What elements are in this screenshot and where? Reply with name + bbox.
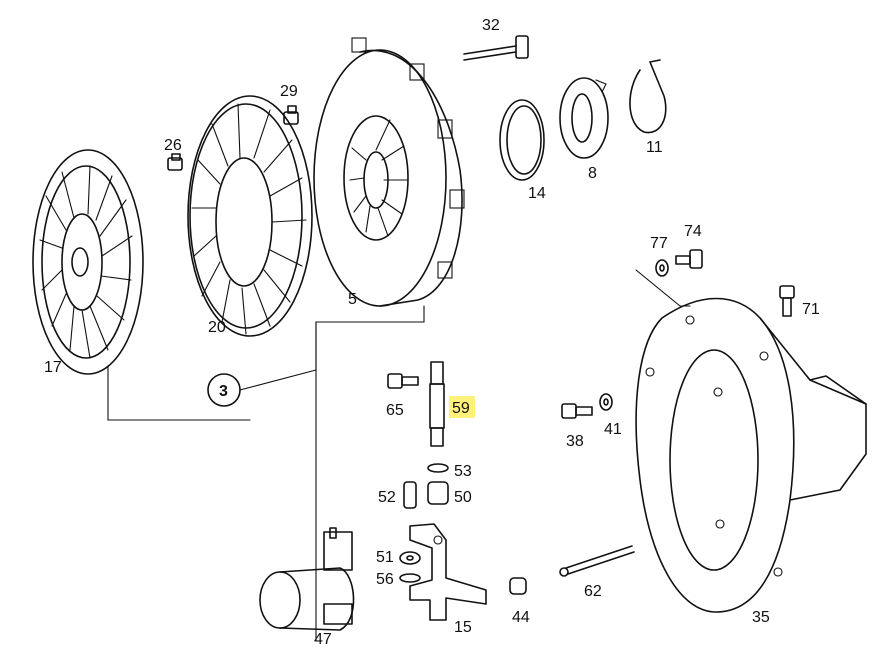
part-label-51: 51 (376, 549, 394, 566)
part-label-41: 41 (604, 421, 622, 438)
part-label-5: 5 (348, 291, 357, 308)
part-label-74: 74 (684, 223, 702, 240)
part-label-38: 38 (566, 433, 584, 450)
clip-56-drawing[interactable] (399, 573, 421, 583)
release-bearing-15-drawing[interactable] (259, 527, 355, 631)
part-label-71: 71 (802, 301, 820, 318)
clutch-disc-drawing[interactable] (32, 149, 251, 421)
retainer-8-drawing[interactable] (559, 77, 609, 159)
part-label-8: 8 (588, 165, 597, 182)
part-label-53: 53 (454, 463, 472, 480)
bolt-65-drawing[interactable] (387, 373, 419, 389)
part-label-35: 35 (752, 609, 770, 626)
part-label-44: 15 (454, 619, 472, 636)
friction-ring-drawing[interactable] (187, 95, 313, 337)
part-label-52: 52 (378, 489, 396, 506)
bolt-38-drawing[interactable] (561, 403, 593, 419)
bolt-29-drawing[interactable] (283, 105, 299, 125)
part-label-29: 29 (280, 83, 298, 100)
clip-53-drawing[interactable] (427, 463, 449, 473)
bell-housing-drawing[interactable] (635, 297, 867, 613)
highlight-59 (449, 396, 475, 418)
bolt-71-drawing[interactable] (779, 285, 795, 317)
part-label-26: 26 (164, 137, 182, 154)
pin-59-drawing[interactable] (429, 361, 445, 447)
part-label-56: 56 (376, 571, 394, 588)
snap-ring-14-drawing[interactable] (499, 99, 545, 181)
part-label-59[interactable]: 59 (452, 400, 470, 417)
rod-62-drawing[interactable] (559, 545, 635, 577)
part-label-47: 44 (512, 609, 530, 626)
bushing-50-drawing[interactable] (427, 481, 449, 505)
nipple-47-drawing[interactable] (509, 577, 527, 595)
part-label-50: 50 (454, 489, 472, 506)
part-label-14: 14 (528, 185, 546, 202)
washer-77-drawing[interactable] (655, 259, 669, 277)
part-label-11: 11 (646, 139, 663, 156)
washer-51-drawing[interactable] (399, 551, 421, 565)
long-bolt-32-drawing[interactable] (463, 35, 529, 61)
part-label-32: 32 (482, 17, 500, 34)
spring-clip-11-drawing[interactable] (629, 59, 667, 134)
pressure-plate-drawing[interactable] (239, 37, 465, 641)
part-label-17: 17 (44, 359, 62, 376)
release-fork-44-drawing[interactable] (409, 523, 487, 621)
part-label-65: 65 (386, 402, 404, 419)
part-label-77: 77 (650, 235, 668, 252)
part-label-20: 20 (208, 319, 226, 336)
bolt-74-drawing[interactable] (675, 249, 703, 269)
part-label-3: 3 (219, 383, 228, 400)
assembly-callout-3[interactable]: 3 (207, 373, 241, 407)
bolt-26-drawing[interactable] (167, 153, 183, 171)
part-label-15: 47 (314, 631, 332, 648)
washer-41-drawing[interactable] (599, 393, 613, 411)
part-label-62: 62 (584, 583, 602, 600)
sleeve-52-drawing[interactable] (403, 481, 417, 509)
